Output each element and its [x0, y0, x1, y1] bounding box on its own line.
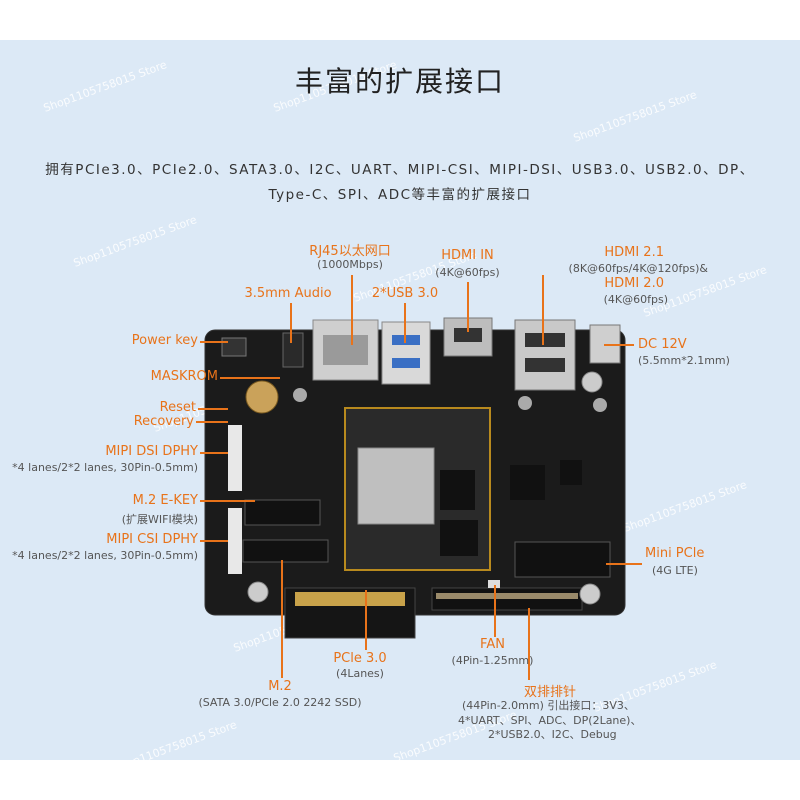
label-fan-sub: (4Pin-1.25mm): [451, 654, 534, 667]
label-reset: Reset: [159, 400, 196, 415]
m2-ssd-slot: [242, 539, 329, 563]
label-power-key: Power key: [131, 333, 198, 348]
label-m2-ekey-sub: (扩展WIFI模块): [121, 513, 198, 526]
hdmi-out-port: [514, 319, 576, 391]
label-rj45: RJ45以太网口: [309, 244, 391, 259]
label-m2-sub: (SATA 3.0/PCle 2.0 2242 SSD): [198, 696, 362, 709]
label-pin-header-sub-1: (44Pin-2.0mm) 引出接口：3V3、: [462, 699, 635, 712]
fan-connector: [488, 580, 500, 588]
description-line-1: 拥有PCIe3.0、PCIe2.0、SATA3.0、I2C、UART、MIPI-…: [45, 162, 755, 178]
label-pin-header: 双排排针: [523, 685, 576, 700]
label-mipi-csi-sub: *4 lanes/2*2 lanes, 30Pin-0.5mm): [12, 549, 198, 562]
page-title: 丰富的扩展接口: [294, 65, 505, 98]
label-pin-header-sub-2: 4*UART、SPI、ADC、DP(2Lane)、: [458, 714, 642, 727]
label-mipi-dsi: MIPI DSI DPHY: [105, 444, 198, 459]
label-pin-header-sub-3: 2*USB2.0、I2C、Debug: [488, 728, 617, 741]
label-pcie3: PCle 3.0: [333, 651, 387, 666]
label-rj45-sub: (1000Mbps): [317, 258, 383, 271]
label-dc12v: DC 12V: [638, 337, 687, 352]
label-mipi-csi: MIPI CSI DPHY: [106, 532, 198, 547]
mipi-csi-connector: [228, 508, 242, 574]
audio-jack: [282, 332, 304, 368]
soc-chip: [357, 447, 435, 525]
label-usb3: 2*USB 3.0: [371, 286, 439, 301]
label-fan: FAN: [480, 637, 505, 652]
description-line-2: Type-C、SPI、ADC等丰富的扩展接口: [268, 187, 532, 203]
label-mini-pcie-sub: (4G LTE): [652, 564, 698, 577]
label-hdmi20-sub: (4K@60fps): [603, 293, 668, 306]
label-maskrom: MASKROM: [150, 369, 218, 384]
label-dc12v-sub: (5.5mm*2.1mm): [638, 354, 730, 367]
power-key: [221, 337, 247, 357]
rtc-battery: [245, 380, 279, 414]
label-m2: M.2: [268, 679, 292, 694]
label-hdmi-in: HDMI IN: [441, 248, 494, 263]
usb3-port: [381, 321, 431, 385]
label-hdmi21: HDMI 2.1: [604, 245, 664, 260]
label-hdmi20: HDMI 2.0: [604, 276, 664, 291]
label-recovery: Recovery: [133, 414, 194, 429]
mini-pcie-slot: [514, 541, 611, 578]
mipi-dsi-connector: [228, 425, 242, 491]
label-pcie3-sub: (4Lanes): [336, 667, 384, 680]
m2-ekey-slot: [244, 499, 321, 526]
label-hdmi21-sub: (8K@60fps/4K@120fps)&: [568, 262, 708, 275]
label-mipi-dsi-sub: *4 lanes/2*2 lanes, 30Pin-0.5mm): [12, 461, 198, 474]
label-hdmi-in-sub: (4K@60fps): [435, 266, 500, 279]
label-audio: 3.5mm Audio: [244, 286, 332, 301]
label-mini-pcie: Mini PCle: [645, 546, 705, 561]
label-m2-ekey: M.2 E-KEY: [132, 493, 198, 508]
